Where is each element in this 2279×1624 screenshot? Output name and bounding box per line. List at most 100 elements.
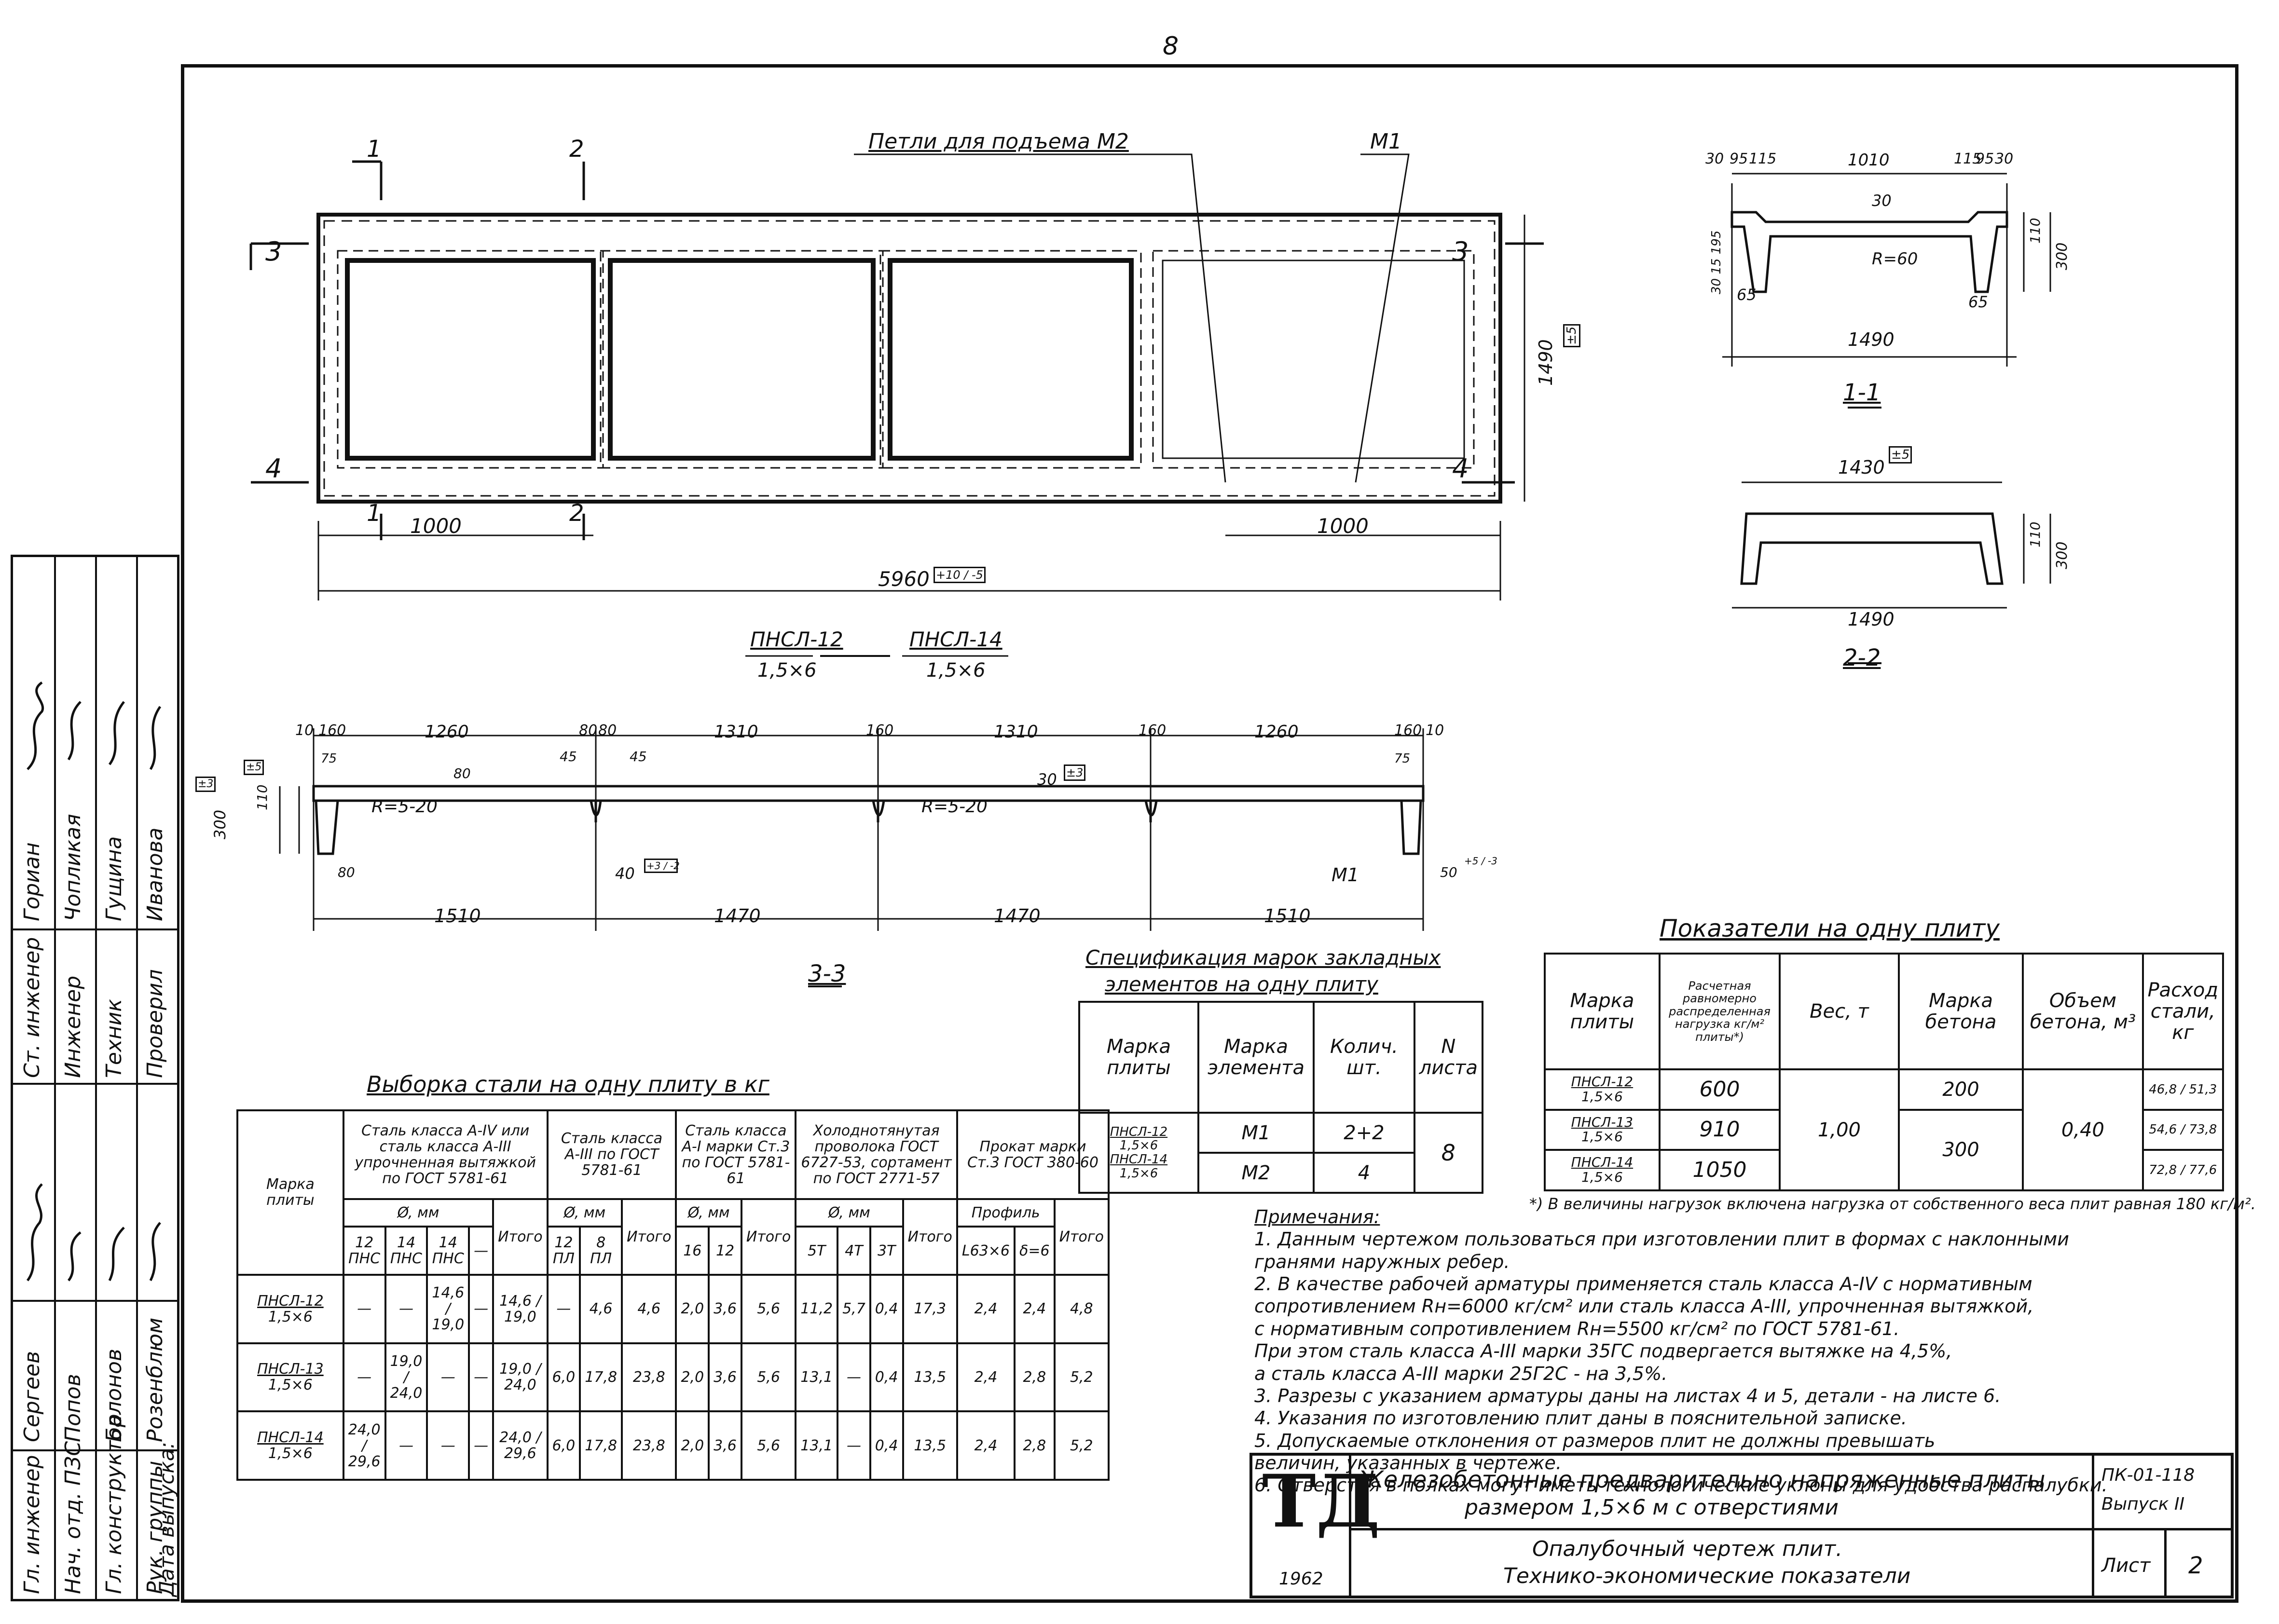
section-3-3-title: 3-3: [808, 960, 846, 987]
spec-qty-1: 2+2: [1313, 1112, 1415, 1154]
steel-cell: 17,8: [579, 1410, 623, 1481]
s33-dim-bottom-3: 1470: [994, 905, 1041, 927]
s11-dim-left-vertical: 30 15 195: [1709, 230, 1724, 294]
steel-cell: 2,4: [956, 1342, 1016, 1413]
title-sub-line-1: Опалубочный чертеж плит.: [1532, 1537, 1843, 1561]
steel-cell: —: [384, 1410, 428, 1481]
steel-cell: 5,2: [1053, 1342, 1110, 1413]
steel-cell: —: [426, 1342, 470, 1413]
steel-sub2-0: 12 ПЛ: [546, 1226, 581, 1276]
notes-line: 3. Разрезы с указанием арматуры даны на …: [1254, 1385, 2001, 1406]
steel-table-title: Выборка стали на одну плиту в кг: [367, 1071, 769, 1097]
steel-cell: 2,8: [1014, 1342, 1056, 1413]
s11-dim-65l: 65: [1737, 286, 1757, 304]
steel-cell: 3,6: [708, 1410, 742, 1481]
section-mark-1-top: 1: [367, 136, 382, 163]
steel-cell: 0,4: [869, 1342, 904, 1413]
spec-h-sheet: N листа: [1413, 1001, 1484, 1114]
steel-cell: —: [468, 1342, 494, 1413]
ind-concrete-200: 200: [1897, 1068, 2024, 1111]
steel-sub4-1: 4Т: [837, 1226, 871, 1276]
title-logo-cell: ТД 1962: [1252, 1456, 1380, 1596]
steel-h-total-3: Итого: [740, 1198, 797, 1276]
steel-h-group2: Сталь класса А-III по ГОСТ 5781-61: [546, 1109, 677, 1200]
steel-sub1-2: 14 ПНС: [426, 1226, 470, 1276]
s33-dim-80b: 80: [338, 864, 355, 880]
steel-cell: 24,0 / 29,6: [342, 1410, 386, 1481]
s11-dim-radius: R=60: [1872, 249, 1918, 269]
plan-mark-2a: 1,5×6: [757, 659, 817, 682]
indicators-title: Показатели на одну плиту: [1660, 914, 2000, 942]
s33-dim-1310r: 1310: [994, 722, 1038, 742]
section-mark-2-bottom: 2: [569, 500, 584, 527]
s33-dim-radius-1: R=5-20: [371, 797, 438, 817]
notes-line: 4. Указания по изготовлению плит даны в …: [1254, 1407, 1907, 1429]
spec-h-qty: Колич. шт.: [1313, 1001, 1415, 1114]
steel-cell: 14,6 / 19,0: [426, 1273, 470, 1344]
plan-dim-left: 1000: [410, 514, 462, 538]
s33-dim-80: 80: [453, 765, 471, 781]
title-logo: ТД: [1262, 1459, 1380, 1544]
steel-cell: 19,0 / 24,0: [492, 1342, 549, 1413]
s33-dim-1260l: 1260: [425, 722, 469, 742]
steel-cell: 23,8: [621, 1342, 677, 1413]
s33-dim-40: 40: [615, 864, 635, 883]
title-sheet-divider: [2164, 1530, 2167, 1598]
steel-cell: —: [837, 1410, 871, 1481]
steel-cell: —: [468, 1273, 494, 1344]
steel-cell: 17,3: [902, 1273, 958, 1344]
steel-cell: 4,6: [621, 1273, 677, 1344]
stamp-divider: [95, 557, 97, 1599]
steel-cell: 14,6 / 19,0: [492, 1273, 549, 1344]
steel-sub1-1: 14 ПНС: [384, 1226, 428, 1276]
steel-h-total-1: Итого: [492, 1198, 549, 1276]
plan-dim-total-tolerance: +10 / -5: [934, 567, 986, 583]
steel-h-dia-2: Ø, мм: [546, 1198, 623, 1228]
s33-dim-80a: 80: [579, 722, 598, 739]
steel-cell: 19,0 / 24,0: [384, 1342, 428, 1413]
notes-title: Примечания:: [1254, 1206, 1380, 1228]
steel-cell: 2,4: [1014, 1273, 1056, 1344]
ind-concrete-300: 300: [1897, 1108, 2024, 1192]
s22-dim-width: 1490: [1848, 609, 1895, 630]
s22-dim-top: 1430: [1838, 457, 1885, 478]
steel-sub3-0: 16: [675, 1226, 710, 1276]
steel-cell: 0,4: [869, 1410, 904, 1481]
s11-dim-115l: 115: [1749, 150, 1777, 167]
steel-cell: 5,6: [740, 1273, 797, 1344]
title-block: ТД 1962 Железобетонные предварительно на…: [1249, 1453, 2234, 1598]
steel-cell: 4,6: [579, 1273, 623, 1344]
steel-sub2-1: 8 ПЛ: [579, 1226, 623, 1276]
stamp-divider: [13, 928, 177, 930]
plan-loops-label: Петли для подъема М2: [868, 129, 1129, 154]
steel-cell: —: [546, 1273, 581, 1344]
s11-dim-95l: 95: [1730, 150, 1748, 167]
ind-volume: 0,40: [2022, 1068, 2144, 1191]
spec-table-title-2: элементов на одну плиту: [1105, 972, 1378, 996]
steel-cell: 2,8: [1014, 1410, 1056, 1481]
ind-steel: 54,6 / 73,8: [2142, 1108, 2224, 1151]
spec-table: Марка плиты Марка элемента Колич. шт. N …: [1078, 1001, 1484, 1194]
s33-dim-30: 30: [1037, 770, 1057, 789]
steel-cell: 13,1: [795, 1410, 839, 1481]
steel-cell: 11,2: [795, 1273, 839, 1344]
ind-load: 910: [1658, 1108, 1781, 1151]
s33-dim-1260r: 1260: [1254, 722, 1299, 742]
section-mark-4-left: 4: [265, 453, 282, 484]
title-code: ПК-01-118: [2101, 1465, 2195, 1485]
steel-sub5-0: L63×6: [956, 1226, 1016, 1276]
steel-cell: 13,5: [902, 1410, 958, 1481]
plan-dim-right: 1000: [1317, 514, 1369, 538]
s11-dim-300: 300: [2054, 242, 2071, 270]
s33-dim-80b: 80: [598, 722, 617, 739]
ind-weight: 1,00: [1779, 1068, 1900, 1191]
notes-line: При этом сталь класса А-III марки 35ГС п…: [1254, 1340, 1952, 1362]
spec-el-1: М1: [1197, 1112, 1315, 1154]
steel-h-group4: Холоднотянутая проволока ГОСТ 6727-53, с…: [795, 1109, 958, 1200]
steel-cell: 4,8: [1053, 1273, 1110, 1344]
plan-mark-1b: ПНСЛ-14: [909, 628, 1002, 651]
